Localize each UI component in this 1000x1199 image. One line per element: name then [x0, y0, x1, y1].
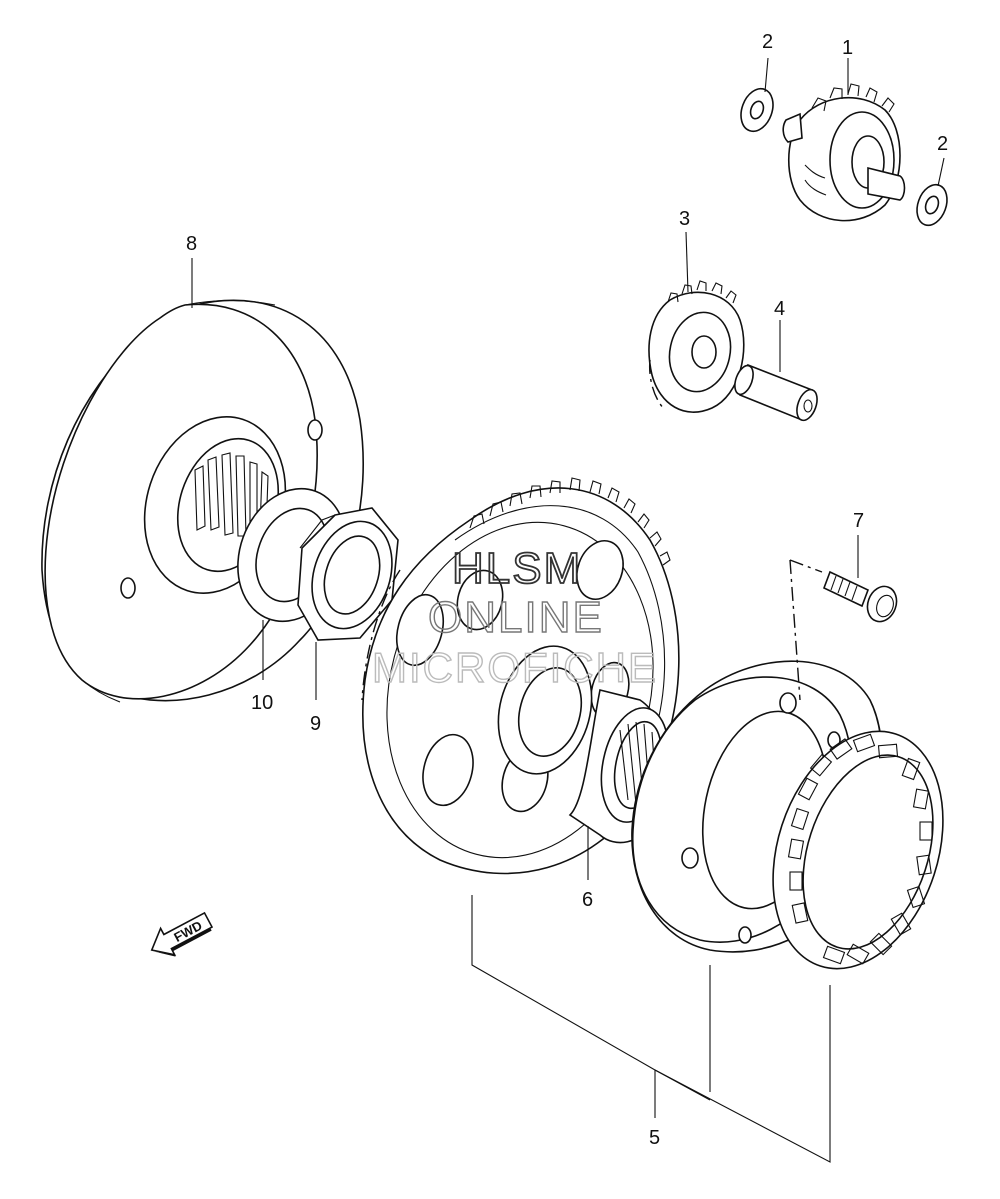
callout-8: 8 — [186, 233, 197, 255]
callout-1: 1 — [842, 37, 853, 59]
leader-lines — [191, 57, 945, 1163]
part-5-sprag-clutch — [772, 730, 944, 970]
part-2-washer-top — [740, 87, 774, 133]
part-2-washer-right — [916, 183, 948, 227]
watermark-line-3: MICROFICHE — [372, 644, 658, 691]
callout-9: 9 — [310, 713, 321, 735]
part-7-bolt — [822, 570, 898, 623]
callout-10: 10 — [251, 692, 273, 714]
part-9-nut — [297, 507, 399, 641]
part-3-small-gear — [648, 280, 745, 413]
watermark-line-2: ONLINE — [428, 593, 604, 642]
callout-5: 5 — [649, 1127, 660, 1149]
watermark: HLSM ONLINE MICROFICHE — [371, 543, 658, 692]
part-4-shaft — [734, 363, 818, 422]
callout-2b: 2 — [937, 133, 948, 155]
watermark-line-1: HLSM — [452, 544, 582, 593]
bolt-guide-line — [789, 559, 823, 701]
part-1-idler-gear — [782, 83, 906, 222]
callout-7: 7 — [853, 510, 864, 532]
callout-2a: 2 — [762, 31, 773, 53]
callout-6: 6 — [582, 889, 593, 911]
callout-4: 4 — [774, 298, 785, 320]
fwd-arrow-icon: FWD — [150, 911, 214, 957]
callout-3: 3 — [679, 208, 690, 230]
